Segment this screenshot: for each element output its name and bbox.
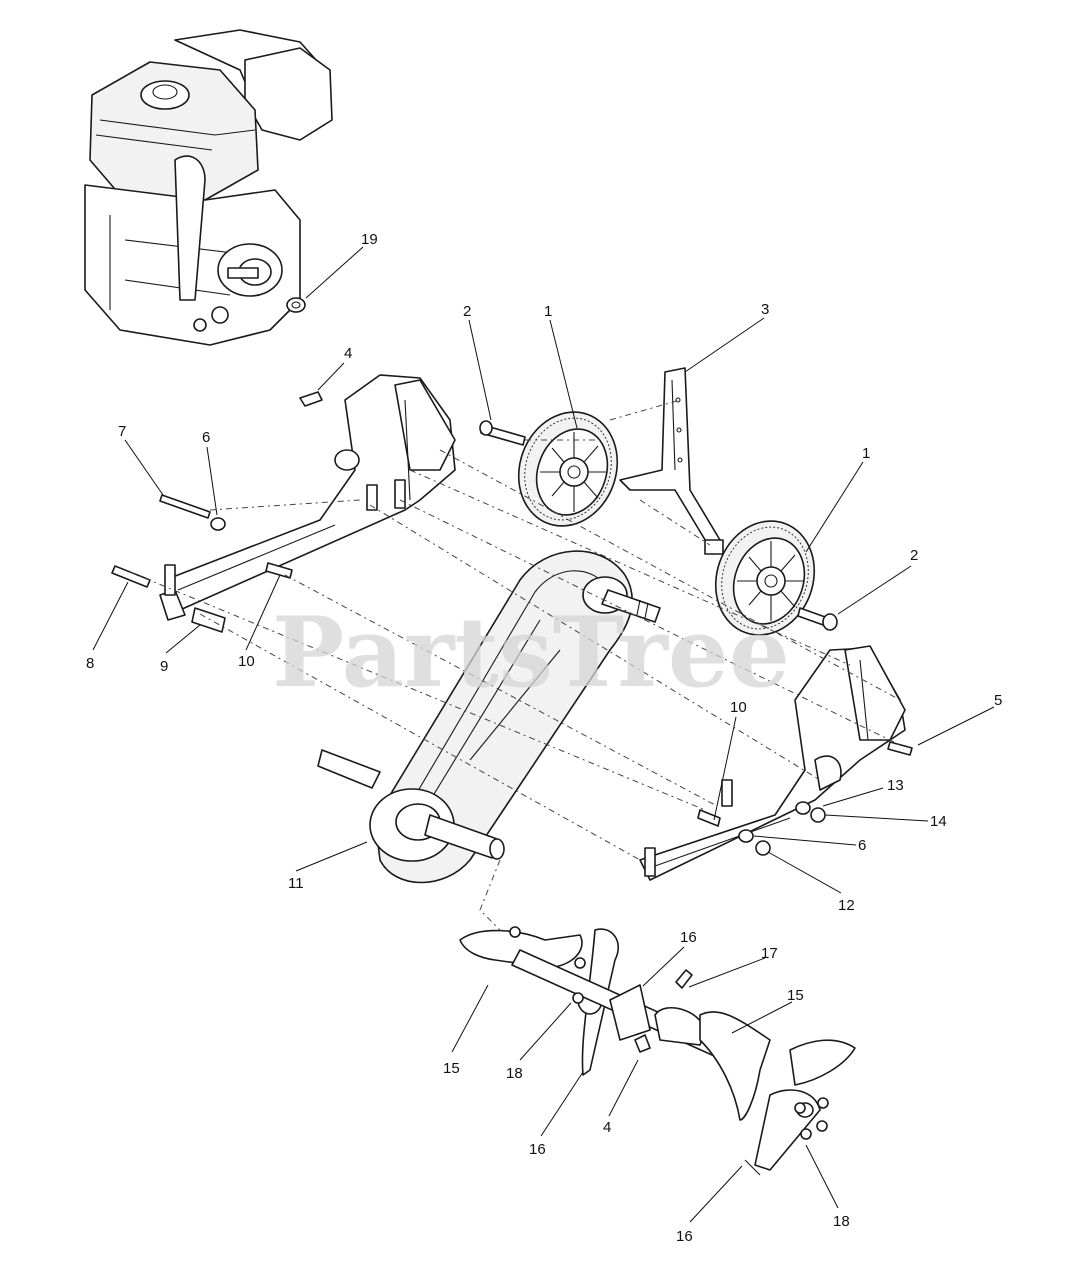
callout-4-upper: 4	[344, 345, 352, 362]
callout-19: 19	[361, 231, 378, 248]
part-11-transmission	[317, 550, 661, 884]
callout-13: 13	[887, 777, 904, 794]
part-4-pin-lower	[634, 1034, 651, 1053]
callout-1-lower: 1	[862, 445, 870, 462]
part-3-wheel-bracket	[619, 367, 724, 555]
part-12-nut	[755, 840, 771, 856]
part-6-washer-right	[738, 829, 754, 843]
callout-7: 7	[118, 423, 126, 440]
callout-8: 8	[86, 655, 94, 672]
callout-11: 11	[288, 875, 304, 892]
callout-18-right: 18	[833, 1213, 850, 1230]
part-8-pin	[111, 565, 151, 588]
callout-14: 14	[930, 813, 947, 830]
callout-6-right: 6	[858, 837, 866, 854]
callout-2-lower: 2	[910, 547, 918, 564]
part-7-bolt	[159, 494, 211, 519]
part-4-pin	[299, 391, 323, 407]
part-17-pin	[675, 969, 693, 989]
part-19-nut	[286, 297, 306, 313]
leader-lines	[92, 246, 995, 1223]
part-2-bolt-upper	[479, 420, 526, 446]
callout-16-upper: 16	[680, 929, 697, 946]
callout-15-right: 15	[787, 987, 804, 1004]
callout-16-lower: 16	[676, 1228, 693, 1245]
watermark-text: PartsTree	[272, 596, 790, 709]
part-6-washer	[210, 517, 226, 531]
assembly-lines	[129, 399, 901, 931]
callout-3: 3	[761, 301, 769, 318]
callout-1-upper: 1	[544, 303, 552, 320]
callout-6-left: 6	[202, 429, 210, 446]
part-13-washer	[795, 801, 811, 815]
right-frame	[639, 645, 906, 881]
callout-10-left: 10	[238, 653, 255, 670]
callout-5: 5	[994, 692, 1002, 709]
callout-16-middle: 16	[529, 1141, 546, 1158]
part-9-spacer	[191, 607, 226, 633]
part-18-hardware	[509, 926, 829, 1140]
part-5-bolt	[887, 741, 913, 756]
part-10-bolt-right	[697, 809, 721, 827]
part-1-wheel-lower	[714, 520, 816, 636]
callout-12: 12	[838, 897, 855, 914]
callout-9: 9	[160, 658, 168, 675]
callout-18-left: 18	[506, 1065, 523, 1082]
part-14-nut	[810, 807, 826, 823]
callout-17: 17	[761, 945, 778, 962]
callout-4-lower: 4	[603, 1119, 611, 1136]
callout-2-upper: 2	[463, 303, 471, 320]
part-1-wheel-upper	[517, 411, 619, 527]
tine-assembly	[459, 928, 856, 1176]
part-2-bolt-lower	[797, 607, 838, 631]
callouts: 19 2 1 3 4 7 6 1 2 8 9 10 5 10 13 14 6 1…	[86, 231, 1002, 1245]
callout-15-left: 15	[443, 1060, 460, 1077]
engine	[84, 29, 333, 346]
callout-10-right: 10	[730, 699, 747, 716]
left-frame	[159, 374, 456, 621]
